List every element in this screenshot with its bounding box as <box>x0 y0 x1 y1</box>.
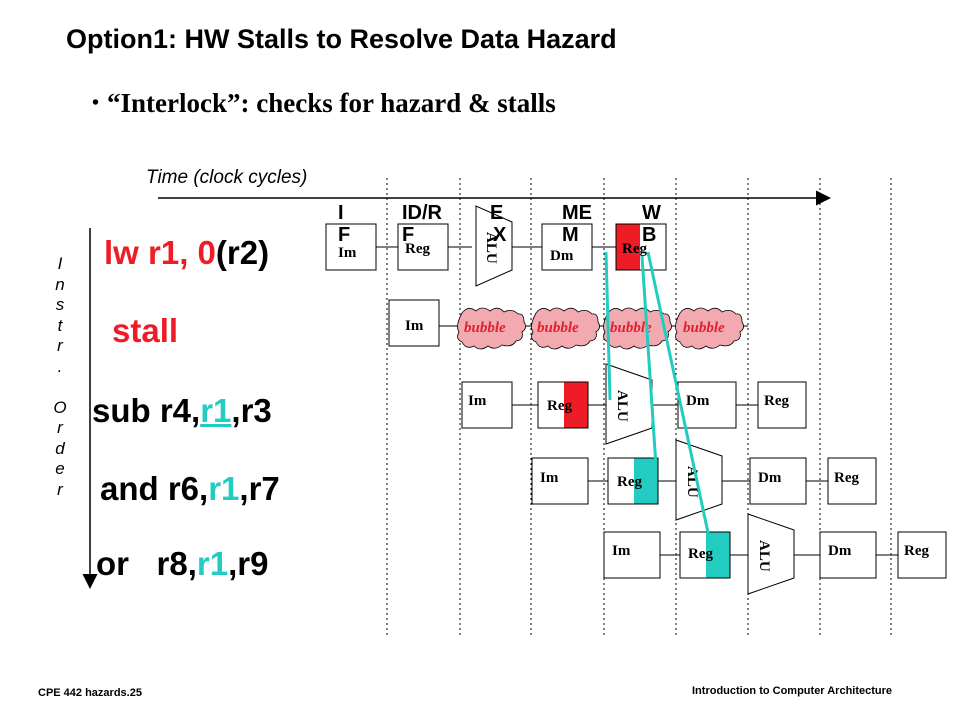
alu-shape <box>675 439 723 521</box>
im-box <box>325 223 377 271</box>
bullet-point: • “Interlock”: checks for hazard & stalls <box>92 88 556 119</box>
reg-label: Reg <box>764 393 789 409</box>
dependency-line <box>604 251 612 401</box>
bubble-blob <box>457 307 526 350</box>
reg-write-half <box>616 224 640 270</box>
im-box <box>388 299 440 347</box>
alu-shape <box>475 205 513 287</box>
time-axis-label: Time (clock cycles) <box>146 167 308 188</box>
bubble-label: bubble <box>537 320 579 336</box>
dm-box <box>541 223 593 271</box>
im-box <box>531 457 589 505</box>
im-box <box>461 381 513 429</box>
reg-box-writeback <box>757 381 807 429</box>
footer-right: Introduction to Computer Architecture <box>692 685 893 697</box>
im-label: Im <box>540 470 559 486</box>
bullet-text: “Interlock”: checks for hazard & stalls <box>107 88 556 118</box>
bubble-blob <box>531 307 600 350</box>
dependency-line <box>640 255 658 467</box>
bubble-blob <box>675 307 744 350</box>
reg-label: Reg <box>904 543 929 559</box>
instr-lw: lw r1, 0(r2) <box>104 234 270 271</box>
pipeline-row-lw: Im Reg ALU Dm Reg <box>325 205 667 287</box>
reg-read-half <box>634 458 658 504</box>
pipeline-row-or: Im Reg ALU Dm Reg <box>603 513 947 595</box>
dependency-line <box>646 251 712 543</box>
im-label: Im <box>612 543 631 559</box>
reg-label: Reg <box>547 398 572 414</box>
im-label: Im <box>338 245 357 261</box>
dm-label: Dm <box>550 248 574 264</box>
instr-sub: sub r4,r1,r3 <box>92 392 272 429</box>
reg-box-writeback <box>827 457 877 505</box>
dm-label: Dm <box>828 543 852 559</box>
dm-label: Dm <box>758 470 782 486</box>
dm-box <box>819 531 877 579</box>
im-label: Im <box>405 318 424 334</box>
bullet-dot-icon: • <box>92 92 100 114</box>
reg-label: Reg <box>688 546 713 562</box>
clock-cycle-dividers <box>386 178 892 638</box>
footer-left: CPE 442 hazards.25 <box>38 687 142 699</box>
reg-label: Reg <box>622 241 647 257</box>
reg-label: Reg <box>834 470 859 486</box>
alu-label: ALU <box>756 540 772 572</box>
dm-label: Dm <box>686 393 710 409</box>
reg-box <box>397 223 449 271</box>
reg-box-writeback <box>897 531 947 579</box>
dm-box <box>749 457 807 505</box>
bubble-label: bubble <box>610 320 652 336</box>
im-label: Im <box>468 393 487 409</box>
alu-label: ALU <box>483 232 499 264</box>
pipeline-row-stall: Im bubble bubble bubble bubble <box>388 299 748 350</box>
reg-label: Reg <box>617 474 642 490</box>
alu-label: ALU <box>614 390 630 422</box>
bubble-label: bubble <box>464 320 506 336</box>
alu-shape <box>747 513 795 595</box>
im-box <box>603 531 661 579</box>
instr-stall: stall <box>112 312 179 349</box>
pipeline-row-sub: Im Reg ALU Dm Reg <box>461 363 807 445</box>
bubble-label: bubble <box>683 320 725 336</box>
pipeline-row-and: Im Reg ALU Dm Reg <box>531 439 877 521</box>
slide-title: Option1: HW Stalls to Resolve Data Hazar… <box>66 24 617 54</box>
reg-label: Reg <box>405 241 430 257</box>
instr-or: or r8,r1,r9 <box>96 545 269 582</box>
reg-read-half <box>564 382 588 428</box>
instr-and: and r6,r1,r7 <box>100 470 280 507</box>
dependency-lines <box>604 251 712 543</box>
